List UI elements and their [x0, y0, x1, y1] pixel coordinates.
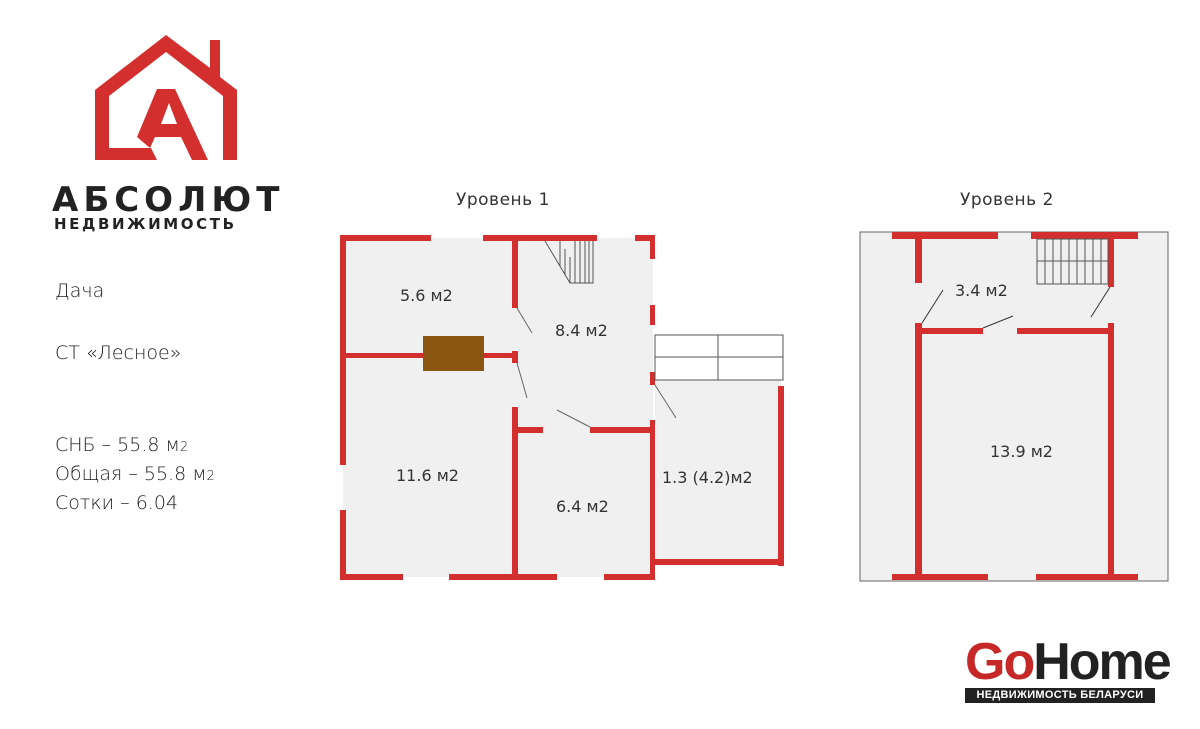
area-plot: Сотки – 6.04	[55, 492, 178, 514]
property-location: СТ «Лесное»	[55, 342, 182, 364]
area-info: СНБ – 55.8 м2 Общая – 55.8 м2 Сотки – 6.…	[55, 432, 215, 517]
property-type: Дача	[55, 280, 105, 302]
room-area: 3.4 м2	[955, 281, 1008, 300]
porch-steps	[654, 334, 784, 381]
room-area: 13.9 м2	[990, 442, 1053, 461]
room-area: 1.3 (4.2)м2	[662, 468, 753, 487]
level-1-plan: 5.6 м2 8.4 м2 11.6 м2 6.4 м2 1.3 (4.2)м2	[340, 235, 784, 580]
stairs-icon	[544, 240, 594, 284]
level-2-walls	[892, 232, 1138, 580]
room-area: 6.4 м2	[556, 497, 609, 516]
door-swings	[921, 286, 1111, 329]
stove-icon	[423, 336, 484, 371]
area-snb: СНБ – 55.8 м2	[55, 434, 189, 456]
room-area: 11.6 м2	[396, 466, 459, 485]
gohome-tagline: НЕДВИЖИМОСТЬ БЕЛАРУСИ	[965, 688, 1155, 703]
brand-name: АБСОЛЮТ	[52, 180, 285, 220]
level-2-plan: 3.4 м2 13.9 м2	[859, 231, 1169, 582]
level-2-title: Уровень 2	[960, 190, 1054, 210]
room-area: 5.6 м2	[400, 286, 453, 305]
absolut-logo-icon	[95, 35, 237, 160]
door-swings	[516, 307, 677, 428]
area-total: Общая – 55.8 м2	[55, 463, 215, 485]
stairs-icon	[1036, 238, 1109, 285]
level-1-walls	[340, 235, 784, 580]
gohome-logo: GoHome	[965, 633, 1172, 691]
room-area: 8.4 м2	[555, 321, 608, 340]
level-1-title: Уровень 1	[456, 190, 550, 210]
brand-subtitle: НЕДВИЖИМОСТЬ	[54, 215, 237, 233]
